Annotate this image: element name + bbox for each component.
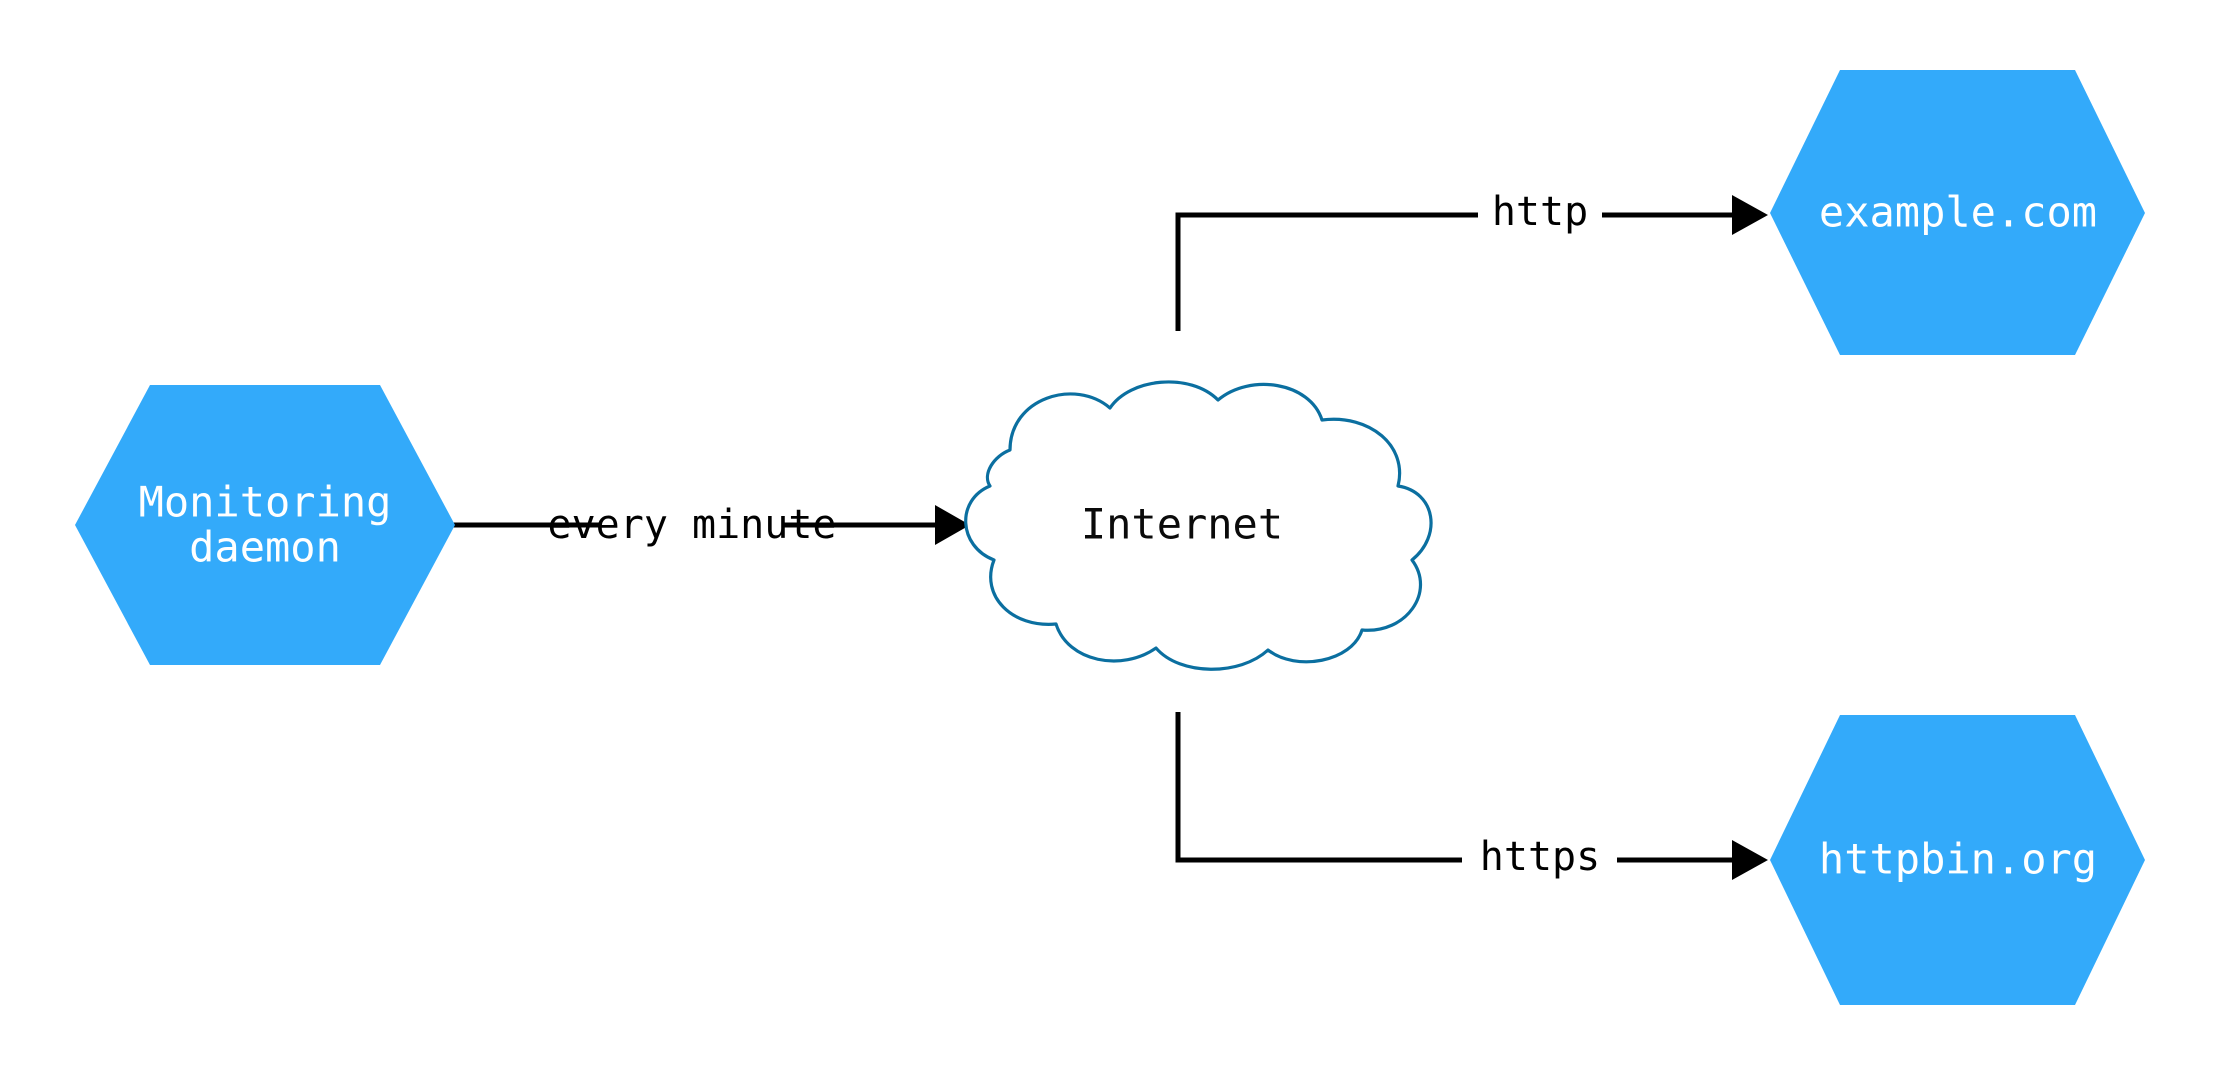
arrow-head-icon bbox=[1732, 195, 1768, 235]
node-monitoring-daemon[interactable]: Monitoring daemon bbox=[75, 385, 455, 665]
edge-label-every-minute: every minute bbox=[548, 502, 837, 548]
edge-segment-riser-and-corner bbox=[1175, 212, 1318, 331]
edge-segment-dropper-and-corner bbox=[1175, 712, 1318, 863]
hexagon-shape bbox=[1770, 715, 2145, 1005]
node-label-monitoring-daemon-line2: daemon bbox=[189, 523, 341, 572]
node-httpbin-org[interactable]: httpbin.org bbox=[1770, 715, 2145, 1005]
cloud-shape bbox=[964, 380, 1433, 671]
edge-internet-to-httpbin[interactable]: https bbox=[1175, 712, 1768, 880]
node-label-monitoring-daemon-line1: Monitoring bbox=[139, 478, 392, 527]
edge-label-http: http bbox=[1492, 189, 1588, 235]
arrow-head-icon bbox=[935, 505, 970, 545]
hexagon-shape bbox=[75, 385, 455, 665]
edge-internet-to-example[interactable]: http bbox=[1175, 189, 1768, 331]
arrow-head-icon bbox=[1732, 840, 1768, 880]
node-example-com[interactable]: example.com bbox=[1770, 70, 2145, 355]
node-label-example-com: example.com bbox=[1819, 188, 2097, 237]
hexagon-shape bbox=[1770, 70, 2145, 355]
node-label-internet: Internet bbox=[1081, 500, 1283, 549]
edge-label-https: https bbox=[1480, 834, 1600, 880]
edge-daemon-to-internet[interactable]: every minute bbox=[447, 502, 970, 548]
node-label-httpbin-org: httpbin.org bbox=[1819, 835, 2097, 884]
node-internet-cloud[interactable]: Internet bbox=[964, 380, 1433, 671]
